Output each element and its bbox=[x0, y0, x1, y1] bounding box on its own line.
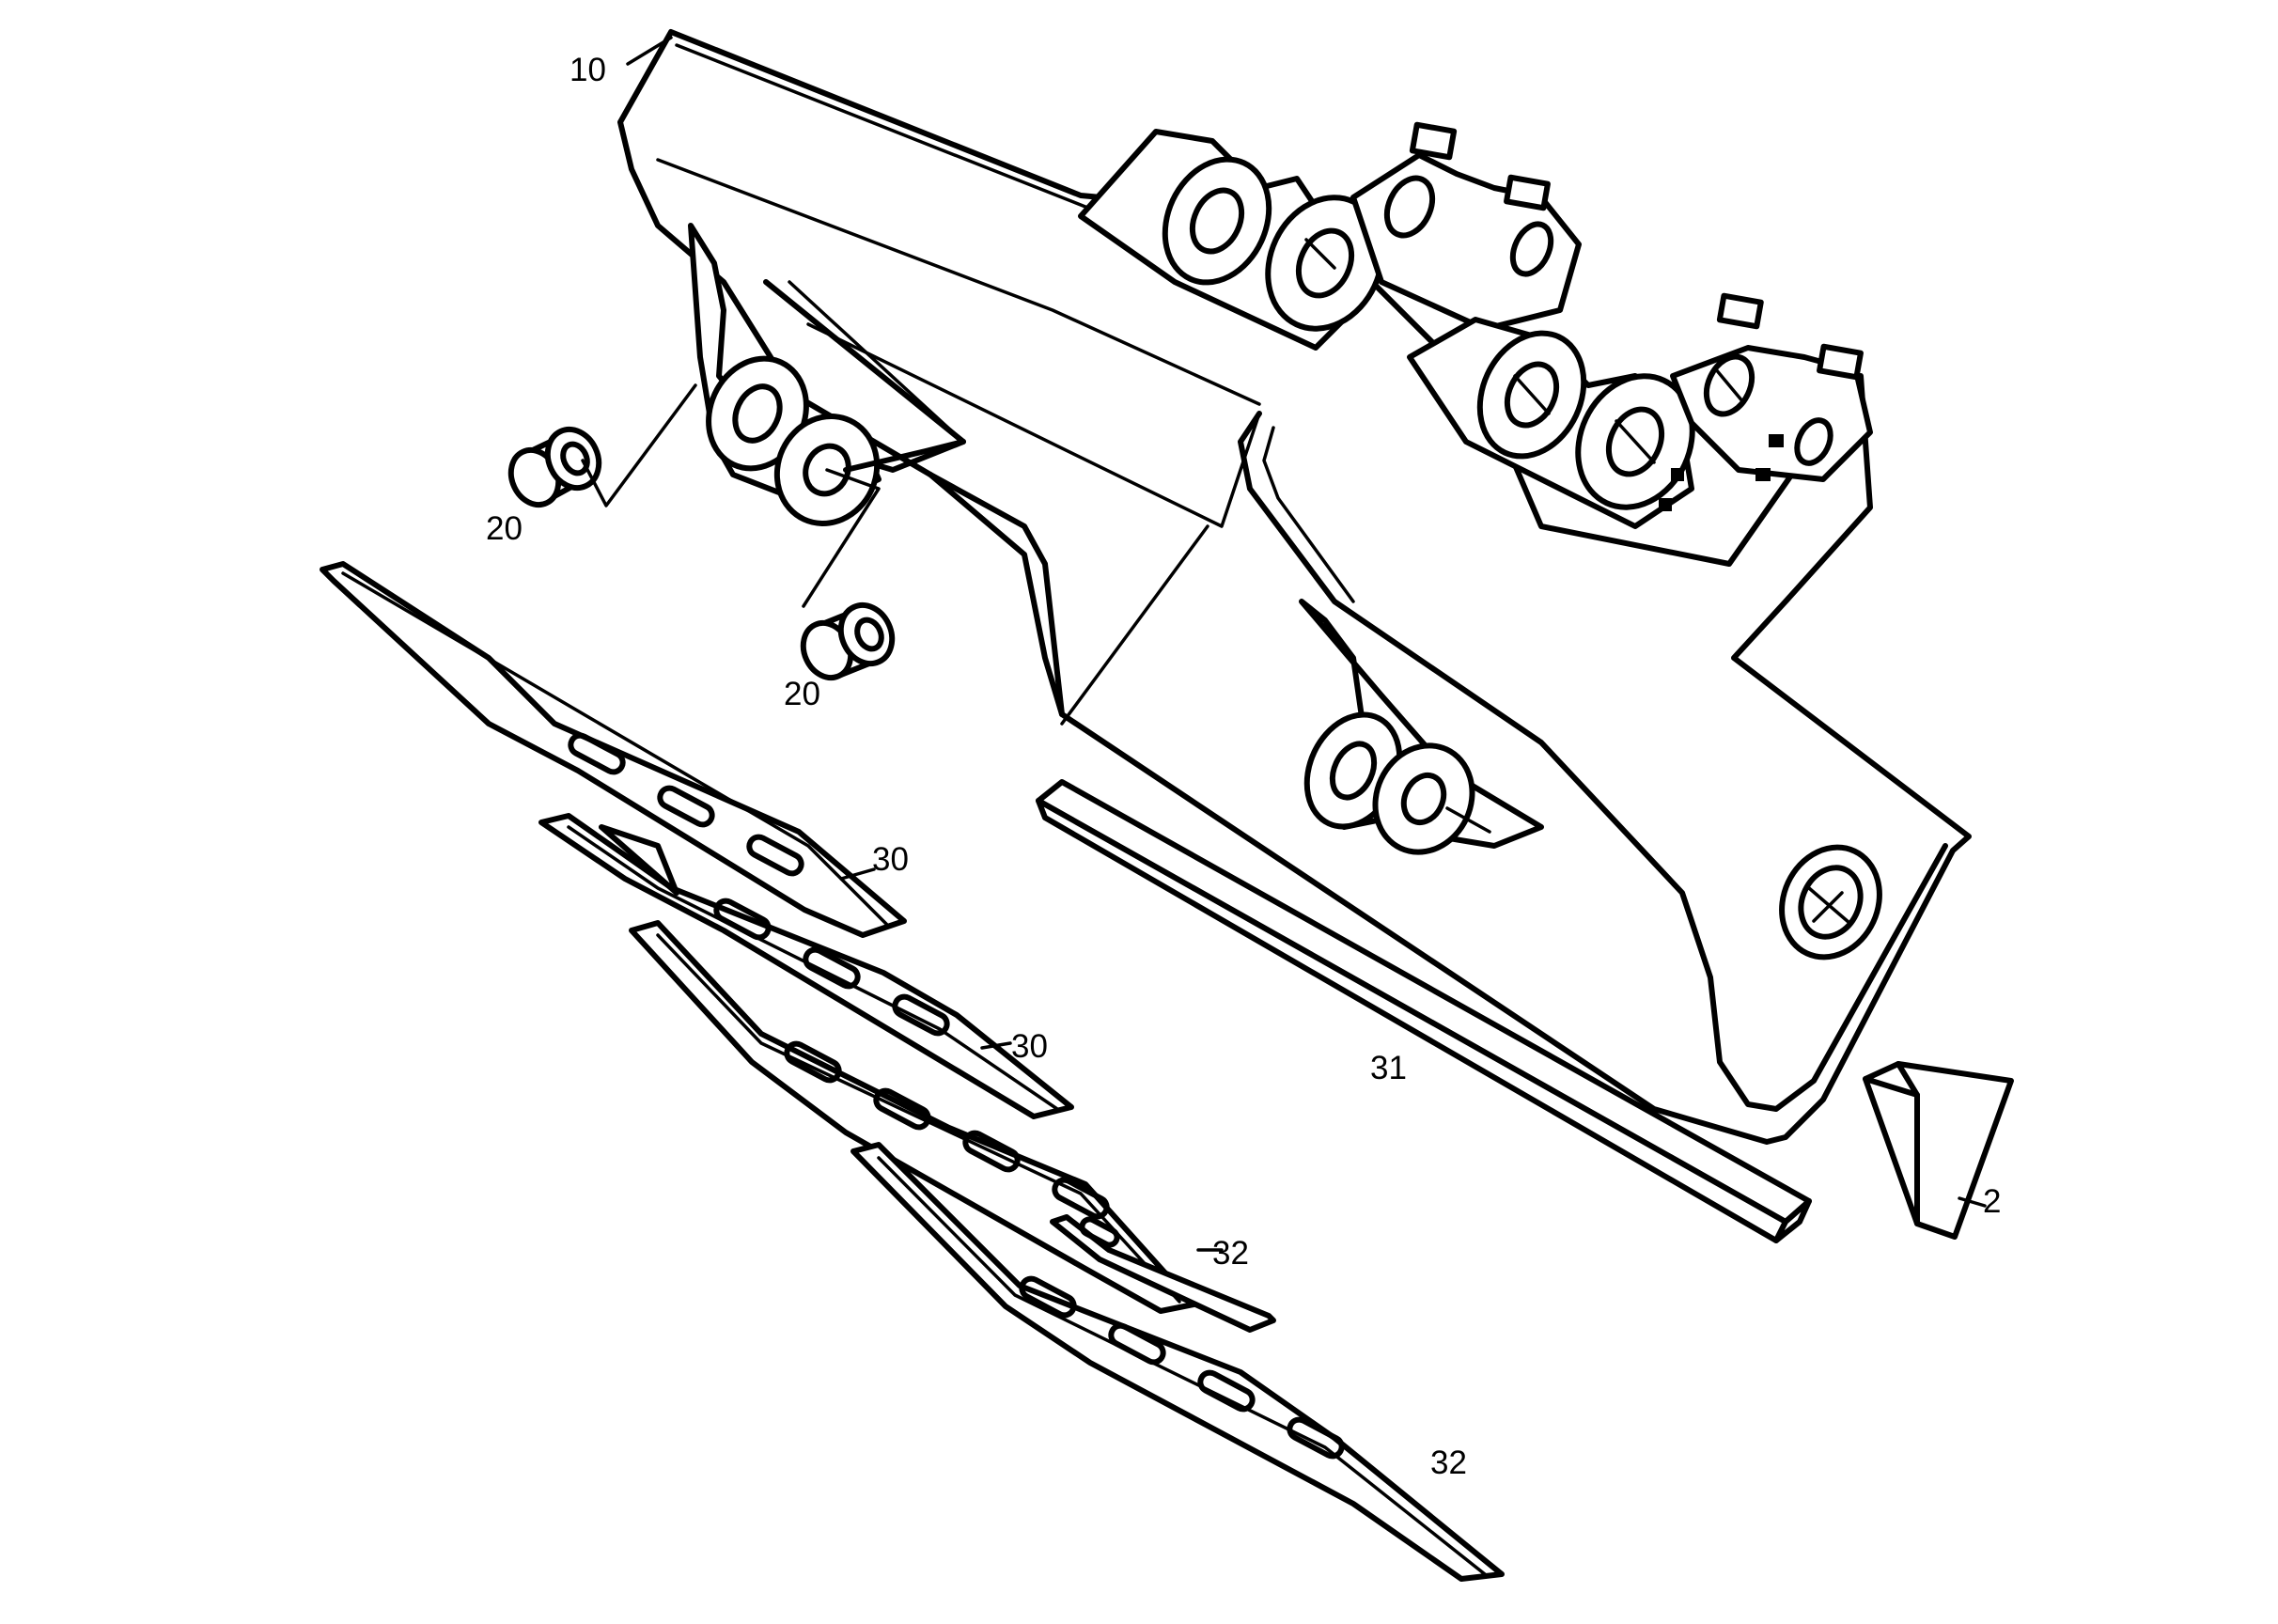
callout-30-lower: 30 bbox=[1011, 1028, 1048, 1065]
callout-31: 31 bbox=[1370, 1050, 1407, 1086]
part-2-wedge bbox=[1863, 1061, 2014, 1240]
part-30-plate-upper bbox=[320, 561, 907, 938]
leader-10 bbox=[626, 36, 673, 66]
part-20-bushing-left bbox=[507, 383, 697, 508]
part-20-bushing-right bbox=[800, 468, 896, 681]
part-30-plate-middle bbox=[538, 813, 1074, 1119]
leader-30a bbox=[839, 867, 876, 881]
left-lugs bbox=[688, 223, 966, 526]
part-10-blade-body bbox=[617, 29, 1972, 1145]
center-lugs bbox=[1299, 599, 1544, 855]
side-boss bbox=[1779, 844, 1882, 960]
callout-32-upper: 32 bbox=[1212, 1235, 1249, 1272]
part-32-plate-upper bbox=[850, 1142, 1505, 1582]
part-31-cutting-edge bbox=[1036, 779, 1812, 1243]
part-30-plate-lower bbox=[629, 920, 1196, 1314]
leader-30b bbox=[980, 1041, 1012, 1050]
callout-20-left: 20 bbox=[486, 510, 523, 547]
callout-30-upper: 30 bbox=[872, 841, 909, 878]
callout-2: 2 bbox=[1983, 1183, 2001, 1220]
callout-32-lower: 32 bbox=[1430, 1444, 1467, 1481]
callout-10: 10 bbox=[570, 52, 606, 88]
callout-20-right: 20 bbox=[784, 676, 820, 712]
mounting-lugs bbox=[1078, 121, 1873, 529]
part-32-plate-short bbox=[1050, 1214, 1276, 1333]
